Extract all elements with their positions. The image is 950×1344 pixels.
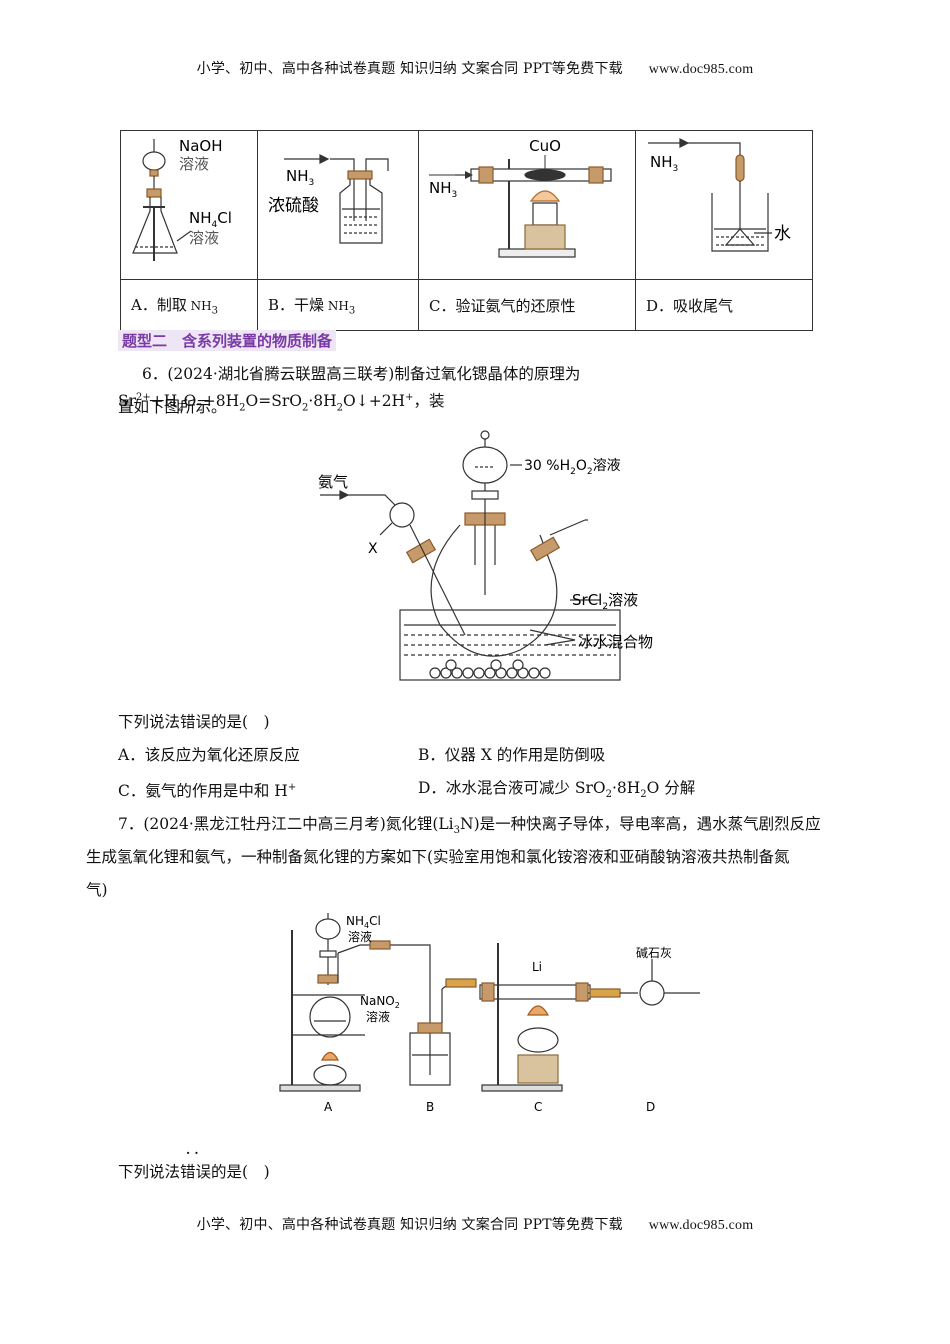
q7-stem-line3: 气): [86, 881, 108, 899]
nano2-label: NaNO2: [360, 994, 400, 1010]
q6-option-c: C．氨气的作用是中和 H+: [118, 782, 297, 801]
fig-b-apparatus: NH3 浓硫酸: [268, 154, 389, 244]
x-label: X: [368, 541, 378, 557]
option-a: A．制取 NH3: [120, 279, 258, 331]
ammonia-label: 氨气: [318, 473, 348, 491]
q6-option-a: A．该反应为氧化还原反应: [118, 746, 300, 764]
label-a: A: [324, 1100, 333, 1114]
cuo-label: CuO: [529, 137, 561, 155]
cell-fig-d: NH3 水: [635, 130, 813, 280]
header-text: 小学、初中、高中各种试卷真题 知识归纳 文案合同 PPT等免费下载: [196, 61, 623, 77]
q6-option-d: D．冰水混合液可减少 SrO2·8H2O 分解: [418, 779, 696, 801]
apparatus-options-table: NaOH 溶液 NH4Cl 溶液 NH3: [120, 130, 813, 331]
cell-fig-b: NH3 浓硫酸: [257, 130, 419, 280]
sol1-label: 溶液: [348, 929, 372, 944]
nh4cl-sol-label: 溶液: [189, 229, 219, 247]
li-label: Li: [532, 960, 542, 974]
naoh-label: NaOH: [179, 137, 223, 155]
water-label: 水: [774, 224, 791, 244]
nh4cl-label-q7: NH4Cl: [346, 914, 381, 930]
q6-stem-line2: 置如下图所示。: [118, 398, 227, 416]
option-b: B．干燥 NH3: [257, 279, 419, 331]
acid-label: 浓硫酸: [268, 196, 319, 216]
q7-question: 下列说法错误的是( ): [118, 1163, 270, 1181]
footer-site: www.doc985.com: [648, 1218, 754, 1233]
nh3-label-d: NH3: [650, 153, 678, 174]
fig-a-apparatus: NaOH 溶液 NH4Cl 溶液: [132, 137, 232, 261]
label-b: B: [426, 1100, 434, 1114]
q7-apparatus-figure: NH4Cl 溶液 NaNO2 溶液 Li 碱石灰 A B C D: [279, 913, 700, 1114]
label-c: C: [534, 1100, 542, 1114]
nh3-label-c: NH3: [429, 179, 457, 200]
fig-c-apparatus: CuO NH3: [429, 137, 612, 258]
cell-fig-c: CuO NH3: [418, 130, 636, 280]
option-c: C．验证氨气的还原性: [418, 279, 636, 331]
nh4cl-label: NH4Cl: [189, 209, 232, 230]
q6-question: 下列说法错误的是( ): [118, 713, 270, 731]
option-d: D．吸收尾气: [635, 279, 813, 331]
emphasis-dots: · ·: [186, 1146, 199, 1160]
header-site: www.doc985.com: [648, 62, 754, 77]
srcl2-label: SrCl2溶液: [572, 591, 638, 612]
section-title: 题型二 含系列装置的物质制备: [118, 330, 337, 351]
h2o2-label: 30 %H2O2溶液: [524, 458, 621, 477]
q7-stem-line1: 7．(2024·黑龙江牡丹江二中高三月考)氮化锂(Li3N)是一种快离子导体，导…: [118, 815, 821, 837]
fig-d-apparatus: NH3 水: [648, 138, 791, 252]
soda-lime-label: 碱石灰: [636, 946, 672, 960]
label-d: D: [646, 1100, 655, 1114]
footer-text: 小学、初中、高中各种试卷真题 知识归纳 文案合同 PPT等免费下载: [196, 1217, 623, 1233]
q7-stem-line2: 生成氢氧化锂和氨气，一种制备氮化锂的方案如下(实验室用饱和氯化铵溶液和亚硝酸钠溶…: [86, 848, 790, 866]
q6-stem-line1: 6．(2024·湖北省腾云联盟高三联考)制备过氧化锶晶体的原理为 Sr2++H2…: [118, 365, 581, 414]
sol2-label: 溶液: [366, 1009, 390, 1024]
page-footer: 小学、初中、高中各种试卷真题 知识归纳 文案合同 PPT等免费下载 www.doc…: [0, 1214, 950, 1234]
nh3-label: NH3: [286, 167, 314, 188]
ice-water-label: 冰水混合物: [578, 633, 653, 651]
naoh-sol-label: 溶液: [179, 155, 209, 173]
page-header: 小学、初中、高中各种试卷真题 知识归纳 文案合同 PPT等免费下载 www.doc…: [0, 58, 950, 78]
q6-option-b: B．仪器 X 的作用是防倒吸: [418, 746, 606, 764]
q6-apparatus-figure: 氨气 X 30 %H2O2溶液 SrCl2溶液 冰水混合物: [318, 430, 653, 681]
cell-fig-a: NaOH 溶液 NH4Cl 溶液: [120, 130, 258, 280]
